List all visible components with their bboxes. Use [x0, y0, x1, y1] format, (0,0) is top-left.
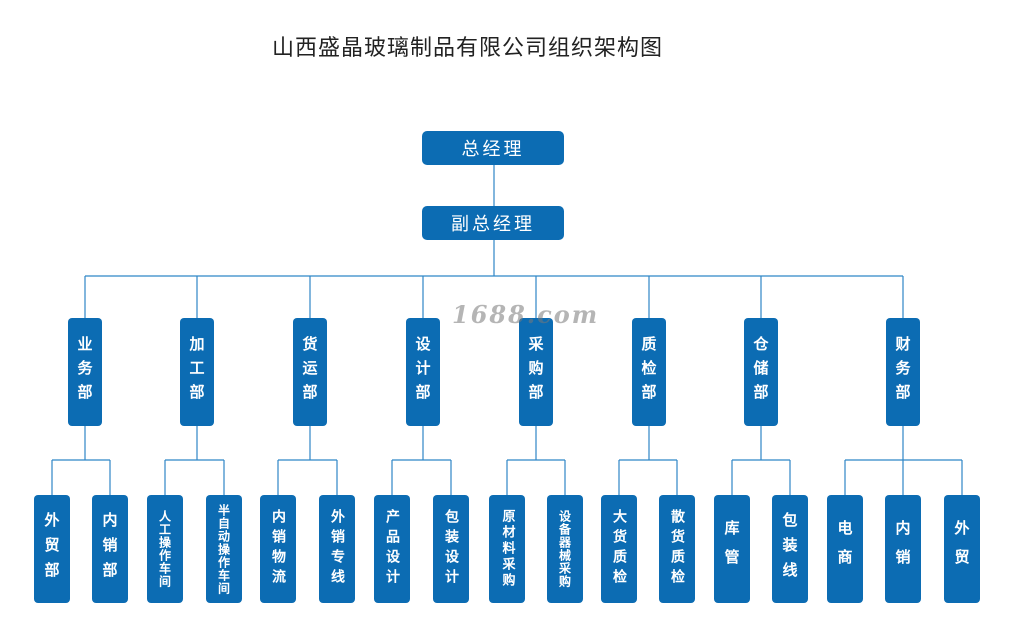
sub-unit-box: 外贸部: [34, 495, 70, 603]
sub-unit-box: 设备器械采购: [547, 495, 583, 603]
sub-unit-box: 大货质检: [601, 495, 637, 603]
department-box: 质检部: [632, 318, 666, 426]
sub-unit-box: 电商: [827, 495, 863, 603]
sub-unit-box: 人工操作车间: [147, 495, 183, 603]
sub-unit-box: 包装设计: [433, 495, 469, 603]
department-box: 业务部: [68, 318, 102, 426]
general-manager-box: 总经理: [422, 131, 564, 165]
sub-unit-box: 外销专线: [319, 495, 355, 603]
department-box: 设计部: [406, 318, 440, 426]
sub-unit-box: 散货质检: [659, 495, 695, 603]
sub-unit-box: 产品设计: [374, 495, 410, 603]
department-box: 加工部: [180, 318, 214, 426]
sub-unit-box: 原材料采购: [489, 495, 525, 603]
chart-title: 山西盛晶玻璃制品有限公司组织架构图: [271, 36, 663, 61]
department-box: 货运部: [293, 318, 327, 426]
department-box: 财务部: [886, 318, 920, 426]
department-box: 采购部: [519, 318, 553, 426]
department-box: 仓储部: [744, 318, 778, 426]
sub-unit-box: 库管: [714, 495, 750, 603]
sub-unit-box: 包装线: [772, 495, 808, 603]
sub-unit-box: 内销: [885, 495, 921, 603]
deputy-general-manager-box: 副总经理: [422, 206, 564, 240]
sub-unit-box: 半自动操作车间: [206, 495, 242, 603]
sub-unit-box: 内销物流: [260, 495, 296, 603]
sub-unit-box: 内销部: [92, 495, 128, 603]
sub-unit-box: 外贸: [944, 495, 980, 603]
